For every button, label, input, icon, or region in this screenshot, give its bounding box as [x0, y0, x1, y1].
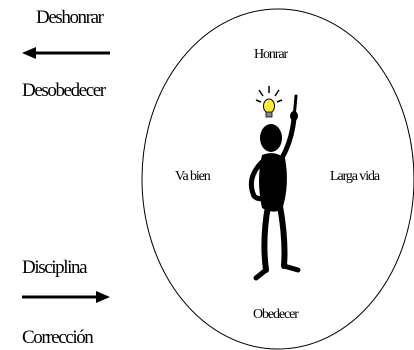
- label-desobedecer: Desobedecer: [22, 80, 106, 101]
- label-va-bien: Va bien: [175, 169, 211, 184]
- label-correccion: Corrección: [22, 327, 94, 348]
- arrow-right-icon: [22, 291, 110, 303]
- arrow-left-icon: [22, 47, 110, 59]
- label-disciplina: Disciplina: [22, 257, 88, 278]
- thinking-figure-icon: [248, 94, 301, 281]
- label-deshonrar: Deshonrar: [36, 7, 104, 28]
- label-larga-vida: Larga vida: [330, 169, 380, 184]
- main-circle: [141, 8, 414, 350]
- label-obedecer: Obedecer: [253, 307, 299, 322]
- label-honrar: Honrar: [254, 47, 288, 62]
- lightbulb-icon: [255, 86, 283, 118]
